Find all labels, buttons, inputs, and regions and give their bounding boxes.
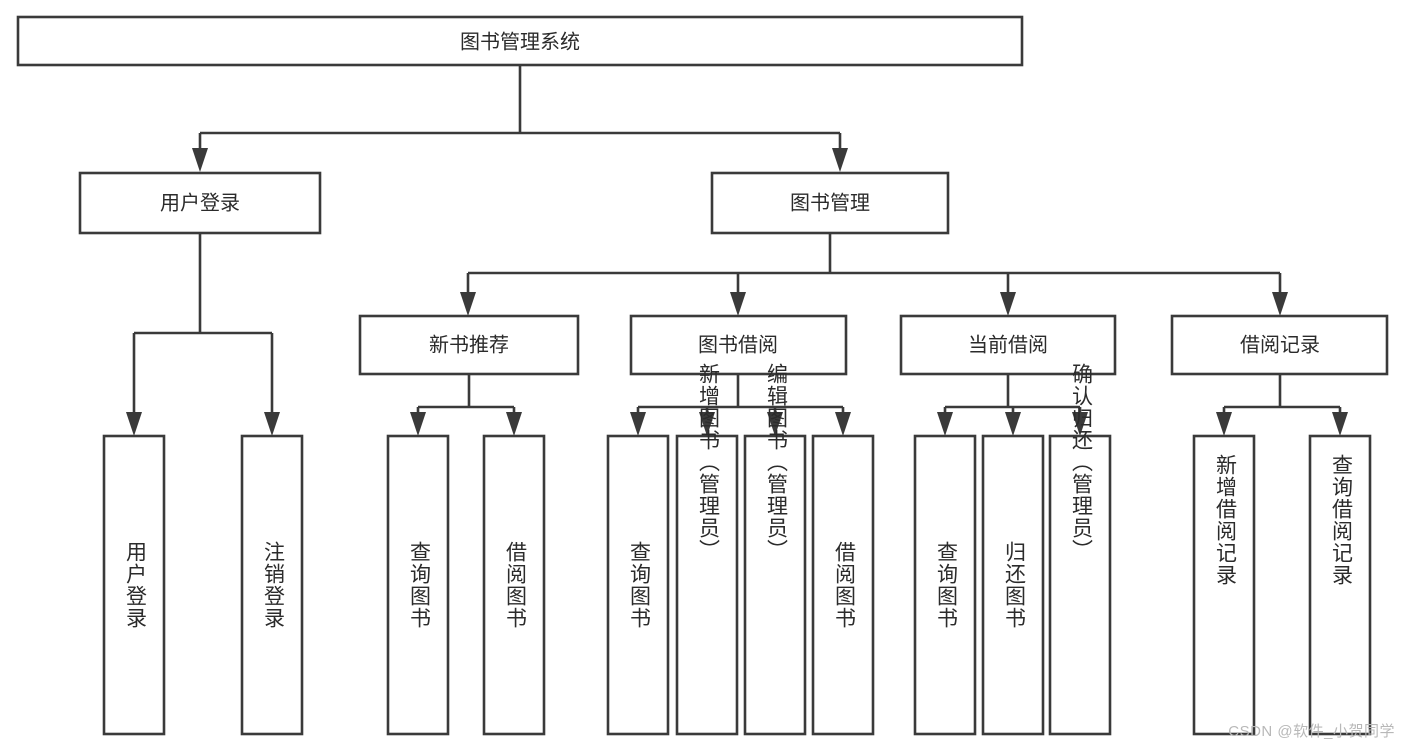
node-leaf-return-book-box[interactable] — [981, 434, 1045, 736]
node-leaf-borrow-book-2-label: 借阅图书 — [832, 541, 856, 629]
node-leaf-add-record[interactable]: 新增借阅记录 — [1192, 434, 1256, 736]
node-leaf-borrow-book-1-label: 借阅图书 — [503, 541, 527, 629]
arrow-head-icon — [767, 412, 783, 436]
node-leaf-logout[interactable]: 注销登录 — [240, 434, 304, 736]
node-leaf-query-book-2-label: 查询图书 — [627, 541, 651, 629]
node-current-borrow-label: 当前借阅 — [968, 333, 1048, 356]
arrow-head-icon — [630, 412, 646, 436]
arrow-head-icon — [1000, 292, 1016, 316]
node-leaf-query-record[interactable]: 查询借阅记录 — [1308, 434, 1372, 736]
connector-borrow-record-to-leaves — [1216, 374, 1348, 436]
node-leaf-edit-book[interactable]: 编辑图书（管理员） — [743, 363, 807, 736]
node-leaf-add-record-label: 新增借阅记录 — [1213, 454, 1237, 586]
node-leaf-user-login[interactable]: 用户登录 — [102, 434, 166, 736]
node-borrow-record-label: 借阅记录 — [1240, 333, 1320, 356]
node-leaf-user-login-box[interactable] — [102, 434, 166, 736]
connector-book-manage-to-level3 — [460, 233, 1288, 316]
node-leaf-query-book-1[interactable]: 查询图书 — [386, 434, 450, 736]
node-leaf-query-book-3-box[interactable] — [913, 434, 977, 736]
node-leaf-edit-book-box[interactable] — [743, 434, 807, 736]
arrow-head-icon — [506, 412, 522, 436]
node-user-login-box[interactable] — [78, 171, 322, 235]
node-borrow-record-box[interactable] — [1170, 314, 1389, 376]
connector-root-to-level2 — [192, 65, 848, 172]
arrow-head-icon — [832, 148, 848, 172]
node-leaf-confirm-return-label: 确认归还（管理员） — [1069, 363, 1093, 561]
node-leaf-edit-book-label: 编辑图书（管理员） — [764, 363, 788, 561]
node-leaf-return-book-label: 归还图书 — [1002, 541, 1026, 629]
node-current-borrow-box[interactable] — [899, 314, 1117, 376]
connector-new-book-rec-to-leaves — [410, 374, 522, 436]
node-leaf-user-login-label: 用户登录 — [123, 541, 147, 629]
leaf-nodes-layer: 用户登录 注销登录 查询图书 借阅图书 查询图书 新增图书（管理员） — [102, 363, 1372, 736]
node-new-book-rec[interactable]: 新书推荐 — [358, 314, 580, 376]
arrow-head-icon — [835, 412, 851, 436]
node-new-book-rec-label: 新书推荐 — [429, 333, 509, 356]
node-leaf-query-book-3-label: 查询图书 — [934, 541, 958, 629]
node-book-manage-label: 图书管理 — [790, 191, 870, 214]
node-leaf-query-record-box[interactable] — [1308, 434, 1372, 736]
node-leaf-query-record-label: 查询借阅记录 — [1329, 454, 1353, 586]
arrow-head-icon — [699, 412, 715, 436]
node-book-borrow[interactable]: 图书借阅 — [629, 314, 848, 376]
node-leaf-logout-box[interactable] — [240, 434, 304, 736]
arrow-head-icon — [1272, 292, 1288, 316]
node-leaf-borrow-book-1-box[interactable] — [482, 434, 546, 736]
node-leaf-borrow-book-2-box[interactable] — [811, 434, 875, 736]
node-leaf-add-book-label: 新增图书（管理员） — [696, 363, 720, 561]
node-leaf-add-book-box[interactable] — [675, 434, 739, 736]
connector-book-borrow-to-leaves — [630, 374, 851, 436]
node-book-manage[interactable]: 图书管理 — [710, 171, 950, 235]
node-leaf-query-book-1-label: 查询图书 — [407, 541, 431, 629]
node-book-borrow-box[interactable] — [629, 314, 848, 376]
node-root-box[interactable] — [16, 15, 1024, 67]
arrow-head-icon — [1216, 412, 1232, 436]
node-book-borrow-label: 图书借阅 — [698, 333, 778, 356]
node-user-login[interactable]: 用户登录 — [78, 171, 322, 235]
node-leaf-query-book-2[interactable]: 查询图书 — [606, 434, 670, 736]
arrow-head-icon — [460, 292, 476, 316]
arrow-head-icon — [937, 412, 953, 436]
node-book-manage-box[interactable] — [710, 171, 950, 235]
arrow-head-icon — [1332, 412, 1348, 436]
arrow-head-icon — [264, 412, 280, 436]
node-new-book-rec-box[interactable] — [358, 314, 580, 376]
node-leaf-confirm-return[interactable]: 确认归还（管理员） — [1048, 363, 1112, 736]
node-leaf-borrow-book-2[interactable]: 借阅图书 — [811, 434, 875, 736]
node-leaf-logout-label: 注销登录 — [261, 541, 285, 629]
arrow-head-icon — [730, 292, 746, 316]
node-leaf-return-book[interactable]: 归还图书 — [981, 434, 1045, 736]
node-leaf-query-book-2-box[interactable] — [606, 434, 670, 736]
node-leaf-confirm-return-box[interactable] — [1048, 434, 1112, 736]
node-leaf-add-book[interactable]: 新增图书（管理员） — [675, 363, 739, 736]
arrow-head-icon — [410, 412, 426, 436]
node-leaf-query-book-3[interactable]: 查询图书 — [913, 434, 977, 736]
node-borrow-record[interactable]: 借阅记录 — [1170, 314, 1389, 376]
node-root[interactable]: 图书管理系统 — [16, 15, 1024, 67]
connector-user-login-to-leaves — [126, 233, 280, 436]
arrow-head-icon — [1072, 412, 1088, 436]
connector-current-borrow-to-leaves — [937, 374, 1088, 436]
node-leaf-query-book-1-box[interactable] — [386, 434, 450, 736]
node-root-label: 图书管理系统 — [460, 30, 580, 53]
node-user-login-label: 用户登录 — [160, 191, 240, 214]
arrow-head-icon — [1005, 412, 1021, 436]
node-leaf-borrow-book-1[interactable]: 借阅图书 — [482, 434, 546, 736]
node-leaf-add-record-box[interactable] — [1192, 434, 1256, 736]
node-current-borrow[interactable]: 当前借阅 — [899, 314, 1117, 376]
connectors-layer — [126, 65, 1348, 436]
arrow-head-icon — [126, 412, 142, 436]
arrow-head-icon — [192, 148, 208, 172]
